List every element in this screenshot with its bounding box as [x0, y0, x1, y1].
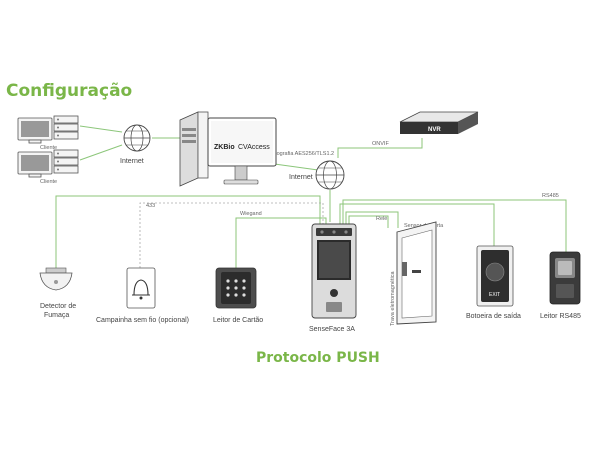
software-brand: ZKBio — [214, 144, 235, 151]
exit-button-label: Botoeira de saída — [466, 313, 521, 320]
client-workstation-1: Cliente — [17, 115, 79, 151]
smoke-detector-icon — [39, 267, 73, 291]
terminal-icon — [311, 223, 357, 319]
exit-button-icon: EXIT — [476, 245, 514, 307]
label-relay: Relé — [376, 216, 387, 222]
monitor-icon: ZKBio CVAccess — [207, 117, 277, 185]
rs485-reader-label: Leitor RS485 — [540, 313, 581, 320]
label-encryption: Criptografia AES256/TLS1.2 — [265, 151, 334, 157]
nvr-icon: NVR — [399, 111, 479, 134]
doorbell-label: Campainha sem fio (opcional) — [96, 317, 189, 324]
door-icon — [396, 221, 437, 325]
client-workstation-2: Cliente — [17, 149, 79, 185]
label-433: 433 — [146, 203, 155, 209]
card-reader-label: Leitor de Cartão — [213, 317, 263, 324]
smoke-label-line2: Fumaça — [44, 312, 69, 319]
fingerprint-reader-icon — [549, 251, 581, 305]
title-push-protocol: Protocolo PUSH — [256, 350, 380, 366]
server-icon — [179, 111, 209, 187]
terminal-label: SenseFace 3A — [309, 326, 355, 333]
internet-label-left: Internet — [120, 158, 144, 165]
title-configuration: Configuração — [6, 81, 132, 101]
label-wiegand: Wiegand — [240, 211, 262, 217]
software-name: CVAccess — [238, 144, 270, 151]
globe-icon — [315, 160, 345, 190]
globe-icon — [123, 124, 151, 152]
label-door-lock: Trava eletromagnética — [390, 271, 396, 326]
label-onvif: ONVIF — [372, 141, 389, 147]
smoke-label-line1: Detector de — [40, 303, 76, 310]
label-rs485: RS485 — [542, 193, 559, 199]
internet-label-right: Internet — [289, 174, 313, 181]
bell-icon — [126, 267, 156, 309]
card-reader-icon — [215, 267, 257, 309]
nvr-label: NVR — [428, 127, 441, 133]
client-label-1: Cliente — [40, 145, 57, 151]
client-label-2: Cliente — [40, 179, 57, 185]
peripheral-wires — [55, 195, 567, 268]
exit-button-text: EXIT — [489, 292, 500, 298]
